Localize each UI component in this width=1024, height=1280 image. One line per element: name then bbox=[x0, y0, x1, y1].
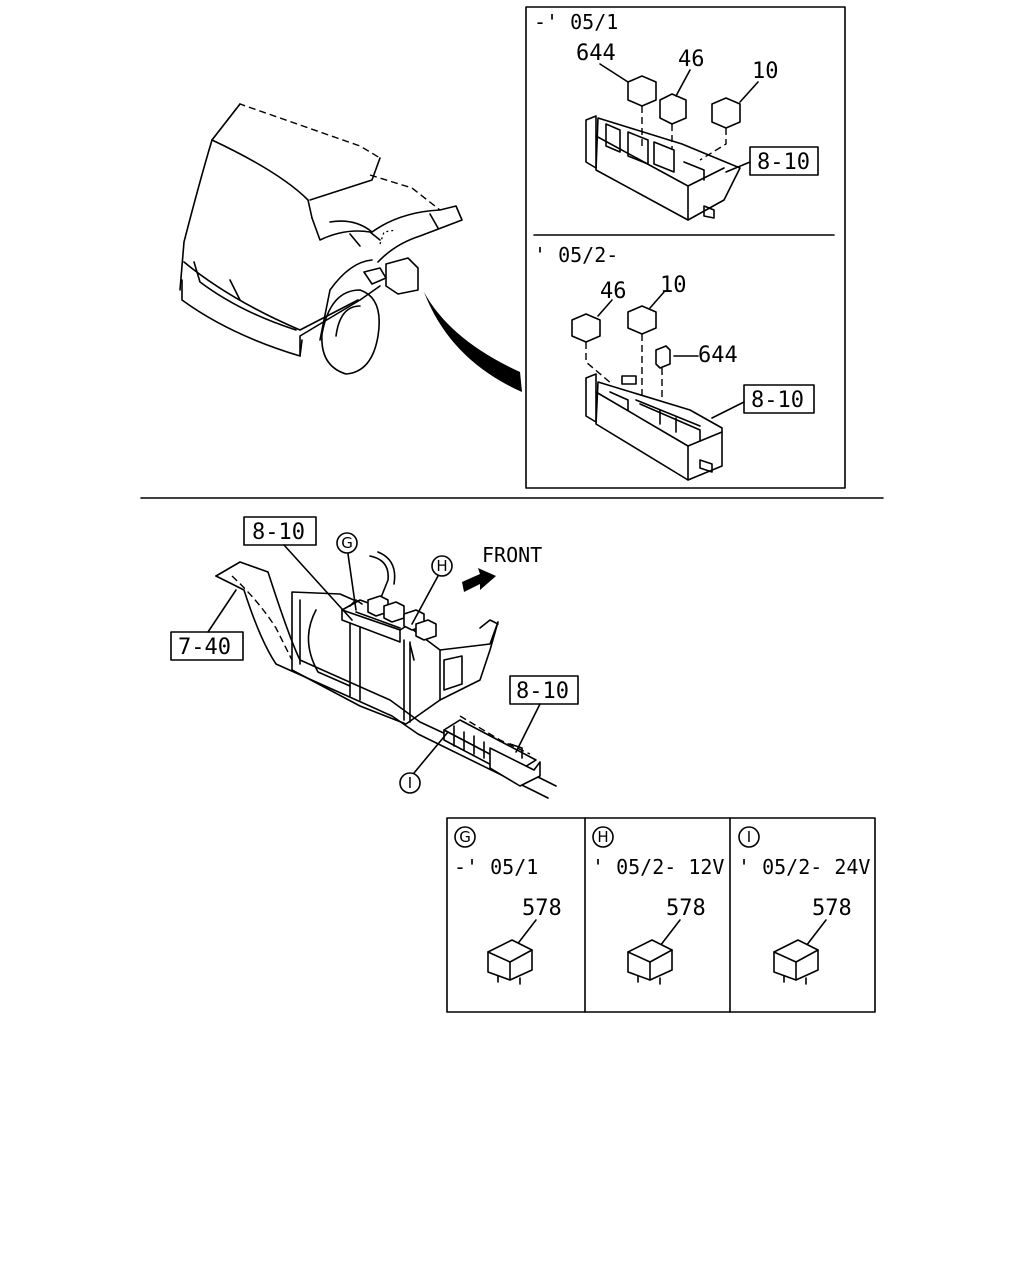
ref-label-frame: 7-40 bbox=[178, 635, 231, 660]
marker-h bbox=[431, 555, 453, 577]
callout-10-early: 10 bbox=[752, 59, 779, 84]
relay-578-h bbox=[627, 939, 673, 981]
panel-i-part: 578 bbox=[812, 896, 852, 921]
ref-box-early bbox=[749, 146, 819, 176]
panel-h-marker-label: H bbox=[597, 828, 608, 846]
ref-box-late bbox=[743, 384, 815, 414]
ref-label-lower-relay: 8-10 bbox=[516, 679, 569, 704]
panel-i-marker bbox=[738, 826, 760, 848]
marker-h-label: H bbox=[436, 557, 447, 575]
relay-46-late bbox=[571, 313, 601, 343]
panel-h-variant: ' 05/2- 12V bbox=[592, 855, 724, 879]
marker-g-label: G bbox=[341, 534, 353, 552]
panel-g: G -' 05/1 578 bbox=[454, 826, 562, 985]
inset-frame bbox=[525, 6, 846, 489]
truck-cab-illustration bbox=[179, 103, 522, 392]
panel-g-part: 578 bbox=[522, 896, 562, 921]
panel-g-marker-label: G bbox=[459, 828, 471, 846]
panel-g-variant: -' 05/1 bbox=[454, 855, 538, 879]
panel-h-part: 578 bbox=[666, 896, 706, 921]
relay-10-early bbox=[711, 97, 741, 129]
panel-i: I ' 05/2- 24V 578 bbox=[738, 826, 870, 985]
front-arrow-icon bbox=[462, 568, 496, 592]
relay-block-early bbox=[585, 115, 741, 221]
relay-block-late bbox=[585, 373, 723, 481]
relay-578-g bbox=[487, 939, 533, 981]
relay-46-early bbox=[659, 93, 687, 125]
panel-i-variant: ' 05/2- 24V bbox=[738, 855, 870, 879]
ref-label-early: 8-10 bbox=[757, 150, 810, 175]
marker-g bbox=[336, 532, 358, 554]
callout-46-late: 46 bbox=[600, 279, 627, 304]
relay-10-late bbox=[627, 305, 657, 335]
ref-box-upper-relay bbox=[243, 516, 317, 546]
ref-label-upper-relay: 8-10 bbox=[252, 520, 305, 545]
variant-label-early: -' 05/1 bbox=[534, 10, 618, 34]
panel-h-marker bbox=[592, 826, 614, 848]
variant-panels: G -' 05/1 578 H ' 05/2- 12V 578 I ' 05/2… bbox=[446, 817, 876, 1013]
front-label: FRONT bbox=[482, 543, 542, 567]
ref-label-late: 8-10 bbox=[751, 388, 804, 413]
variant-label-late: ' 05/2- bbox=[534, 243, 618, 267]
panel-h: H ' 05/2- 12V 578 bbox=[592, 826, 724, 985]
relay-644-late bbox=[655, 345, 671, 369]
callout-46-early: 46 bbox=[678, 47, 705, 72]
inset-early-relays: -' 05/1 644 46 10 8-10 ' 05/2- bbox=[525, 6, 846, 489]
relay-578-i bbox=[773, 939, 819, 981]
marker-i bbox=[399, 772, 421, 794]
marker-i-label: I bbox=[408, 774, 412, 792]
panels-frame bbox=[446, 817, 876, 1013]
callout-644-late: 644 bbox=[698, 343, 738, 368]
ref-box-frame bbox=[170, 631, 244, 661]
callout-644-early: 644 bbox=[576, 41, 616, 66]
ref-box-lower-relay bbox=[509, 675, 579, 705]
panel-i-marker-label: I bbox=[747, 828, 751, 846]
callout-10-late: 10 bbox=[660, 273, 687, 298]
relay-644-early bbox=[627, 75, 657, 107]
chassis-illustration bbox=[215, 551, 557, 799]
panel-g-marker bbox=[454, 826, 476, 848]
